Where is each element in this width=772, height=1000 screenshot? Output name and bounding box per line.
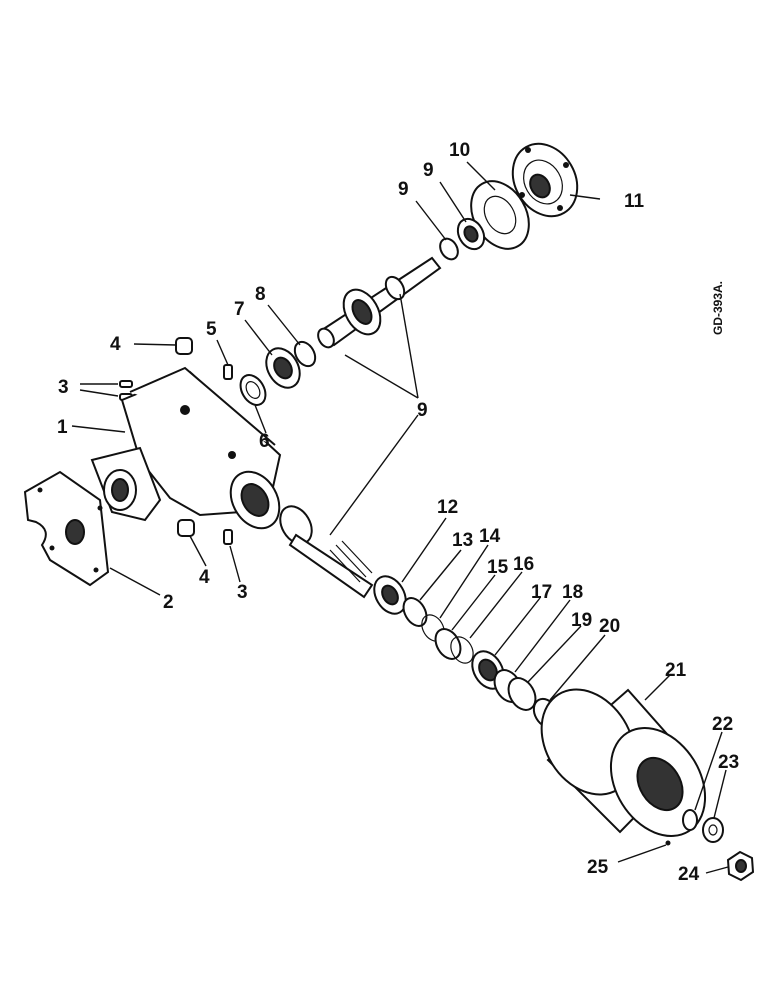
callout-25: 23 (718, 752, 739, 773)
part-2-mounting-plate (23, 470, 110, 587)
callout-24: 22 (712, 714, 733, 735)
callout-12: 10 (449, 140, 470, 161)
callout-4-upper: 4 (110, 334, 121, 355)
part-26-nut (726, 850, 755, 882)
part-14-bearing (373, 575, 407, 615)
drawing-reference: GD-393A. (711, 281, 725, 335)
callout-3-upper: 3 (58, 377, 69, 398)
part-11-bearing (456, 217, 486, 251)
callout-15: 13 (452, 530, 473, 551)
callout-13: 11 (624, 191, 645, 212)
part-5-breather (223, 364, 233, 380)
callout-9-shaft: 9 (417, 400, 428, 421)
callout-21: 19 (571, 610, 592, 631)
callout-19: 17 (531, 582, 552, 603)
part-9-pinion-shaft (279, 505, 374, 599)
part-24-washer (682, 809, 698, 831)
callout-16: 14 (479, 526, 501, 547)
callout-labels: 11 10 9 9 8 7 5 4 3 1 6 9 9 9 2 4 3 12 1… (57, 140, 739, 885)
callout-4-lower: 4 (199, 567, 210, 588)
part-15-ring (402, 597, 428, 627)
callout-26: 24 (678, 864, 700, 885)
part-9-upper-shaft (317, 256, 442, 349)
part-25-tab-washer (702, 817, 724, 843)
part-4-plug-lower (177, 519, 195, 537)
callout-17: 15 (487, 557, 509, 578)
part-10-ring (439, 237, 459, 261)
callout-22: 20 (599, 616, 620, 637)
part-13-flange-cover (511, 142, 579, 218)
part-6-seal (239, 374, 267, 406)
callout-3-lower: 3 (237, 582, 248, 603)
callout-7: 7 (234, 299, 245, 320)
part-12-gasket (470, 180, 530, 250)
callout-1: 1 (57, 417, 68, 438)
callout-18: 16 (513, 554, 534, 575)
callout-14: 12 (437, 497, 458, 518)
callout-10: 9 (398, 179, 409, 200)
callout-20: 18 (562, 582, 583, 603)
part-4-plug-upper (175, 337, 193, 355)
part-7-bearing (265, 347, 301, 389)
callout-23: 21 (665, 660, 687, 681)
callout-6: 6 (259, 431, 270, 452)
part-20-21-rings (493, 669, 537, 711)
part-17-18-rings (434, 628, 474, 664)
part-3-screw-lower (223, 529, 233, 545)
leader-lines (71, 161, 729, 874)
callout-27: 25 (587, 857, 609, 878)
callout-8: 8 (255, 284, 266, 305)
part-23-drum (540, 688, 707, 837)
part-1-gearbox-housing (90, 366, 282, 530)
callout-5: 5 (206, 319, 217, 340)
part-27-pin (665, 840, 671, 846)
callout-11: 9 (423, 160, 434, 181)
callout-2: 2 (163, 592, 174, 613)
